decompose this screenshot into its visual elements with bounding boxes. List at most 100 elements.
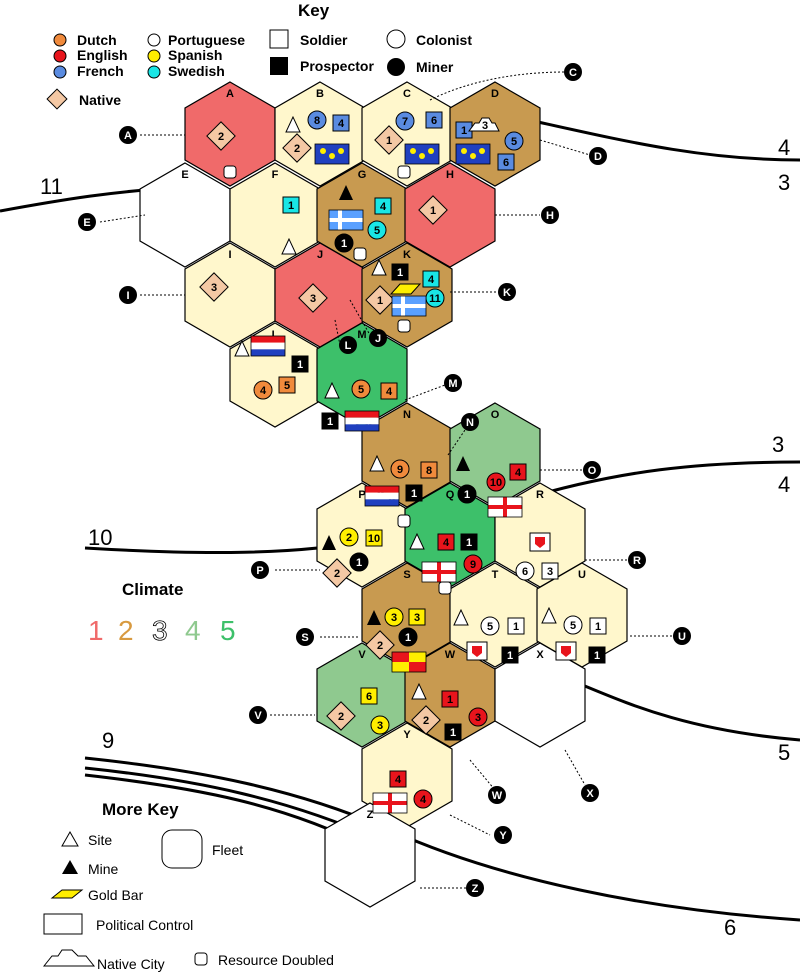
colonist-icon	[386, 29, 406, 49]
dutch-soldier[interactable]	[420, 461, 438, 479]
french-soldier[interactable]	[497, 153, 515, 171]
native-counter[interactable]	[326, 701, 356, 731]
english-soldier[interactable]	[437, 533, 455, 551]
spanish-colonist[interactable]	[370, 715, 390, 735]
miner[interactable]	[398, 627, 418, 647]
hex-label: A	[226, 88, 234, 100]
counter-value: 2	[377, 640, 383, 652]
counter-value: 1	[461, 125, 467, 137]
native-counter[interactable]	[322, 558, 352, 588]
native-counter[interactable]	[365, 285, 395, 315]
native-counter[interactable]	[199, 272, 229, 302]
french-colonist[interactable]	[395, 111, 415, 131]
hex-X[interactable]: X	[494, 642, 586, 748]
more-key-gold-bar: Gold Bar	[88, 887, 144, 903]
miner[interactable]	[334, 233, 354, 253]
dutch-colonist[interactable]	[253, 380, 273, 400]
native-diamond-icon	[46, 88, 68, 110]
prospector[interactable]	[501, 646, 519, 664]
spanish-soldier[interactable]	[365, 529, 383, 547]
legend-prospector: Prospector	[300, 58, 374, 74]
spanish-colonist[interactable]	[384, 607, 404, 627]
native-counter[interactable]	[365, 630, 395, 660]
region-number: 6	[724, 915, 736, 940]
english-colonist[interactable]	[468, 707, 488, 727]
site-icon	[61, 830, 79, 847]
spanish-soldier[interactable]	[360, 687, 378, 705]
swedish-colonist[interactable]	[367, 220, 387, 240]
counter-value: 1	[386, 135, 392, 147]
dutch-soldier[interactable]	[278, 376, 296, 394]
dutch-soldier[interactable]	[380, 382, 398, 400]
native-counter[interactable]	[418, 195, 448, 225]
prospector[interactable]	[460, 533, 478, 551]
miner[interactable]	[349, 552, 369, 572]
spanish-soldier[interactable]	[408, 608, 426, 626]
native-counter[interactable]	[374, 125, 404, 155]
native-city-icon	[42, 949, 96, 967]
hex-K[interactable]: K	[361, 242, 453, 348]
resource-doubled-icon	[397, 514, 411, 528]
hex-label: R	[536, 489, 544, 501]
region-number: 11	[40, 174, 63, 199]
prospector[interactable]	[291, 355, 309, 373]
portuguese-soldier[interactable]	[507, 617, 525, 635]
callout-marker	[296, 628, 314, 646]
prospector[interactable]	[391, 263, 409, 281]
spanish-swatch	[147, 49, 161, 63]
prospector[interactable]	[588, 646, 606, 664]
swedish-soldier[interactable]	[282, 196, 300, 214]
counter-value: 1	[397, 267, 403, 279]
miner[interactable]	[457, 484, 477, 504]
counter-value: 1	[507, 650, 513, 662]
climate-5: 5	[220, 615, 236, 646]
french-colonist[interactable]	[504, 131, 524, 151]
region-number: 5	[778, 740, 790, 765]
swedish-soldier[interactable]	[374, 197, 392, 215]
prospector[interactable]	[444, 723, 462, 741]
english-colonist[interactable]	[463, 554, 483, 574]
english-soldier[interactable]	[509, 463, 527, 481]
swedish-soldier[interactable]	[422, 270, 440, 288]
portuguese-colonist[interactable]	[480, 616, 500, 636]
prospector[interactable]	[321, 412, 339, 430]
political-control-icon	[43, 913, 83, 935]
native-counter[interactable]	[298, 283, 328, 313]
counter-value: 5	[284, 380, 290, 392]
french-soldier[interactable]	[332, 114, 350, 132]
counter-value: 1	[377, 295, 383, 307]
english-soldier[interactable]	[389, 770, 407, 788]
portuguese-colonist[interactable]	[515, 561, 535, 581]
english-colonist[interactable]	[413, 789, 433, 809]
callout-marker	[249, 706, 267, 724]
native-counter[interactable]	[206, 121, 236, 151]
dutch-colonist[interactable]	[390, 459, 410, 479]
hex-label: I	[228, 249, 231, 261]
portuguese-soldier[interactable]	[589, 617, 607, 635]
portuguese-soldier[interactable]	[541, 562, 559, 580]
hex-H[interactable]: H	[404, 162, 496, 268]
callout-letter: Y	[499, 830, 507, 842]
counter-value: 1	[447, 694, 453, 706]
prospector[interactable]	[405, 484, 423, 502]
english-colonist[interactable]	[486, 472, 506, 492]
portuguese-flag-icon	[529, 532, 551, 552]
counter-value: 6	[431, 115, 437, 127]
hex-Z[interactable]: Z	[324, 802, 416, 908]
callout-marker	[251, 561, 269, 579]
spanish-colonist[interactable]	[339, 527, 359, 547]
callout-marker	[466, 879, 484, 897]
dutch-colonist[interactable]	[351, 379, 371, 399]
portuguese-colonist[interactable]	[563, 615, 583, 635]
callout-marker	[78, 213, 96, 231]
counter-value: 2	[294, 143, 300, 155]
french-soldier[interactable]	[425, 111, 443, 129]
counter-value: 1	[288, 200, 294, 212]
native-counter[interactable]	[282, 133, 312, 163]
native-counter[interactable]	[411, 705, 441, 735]
english-soldier[interactable]	[441, 690, 459, 708]
hex-label: X	[536, 649, 544, 661]
counter-value: 3	[475, 712, 481, 724]
french-colonist[interactable]	[307, 110, 327, 130]
